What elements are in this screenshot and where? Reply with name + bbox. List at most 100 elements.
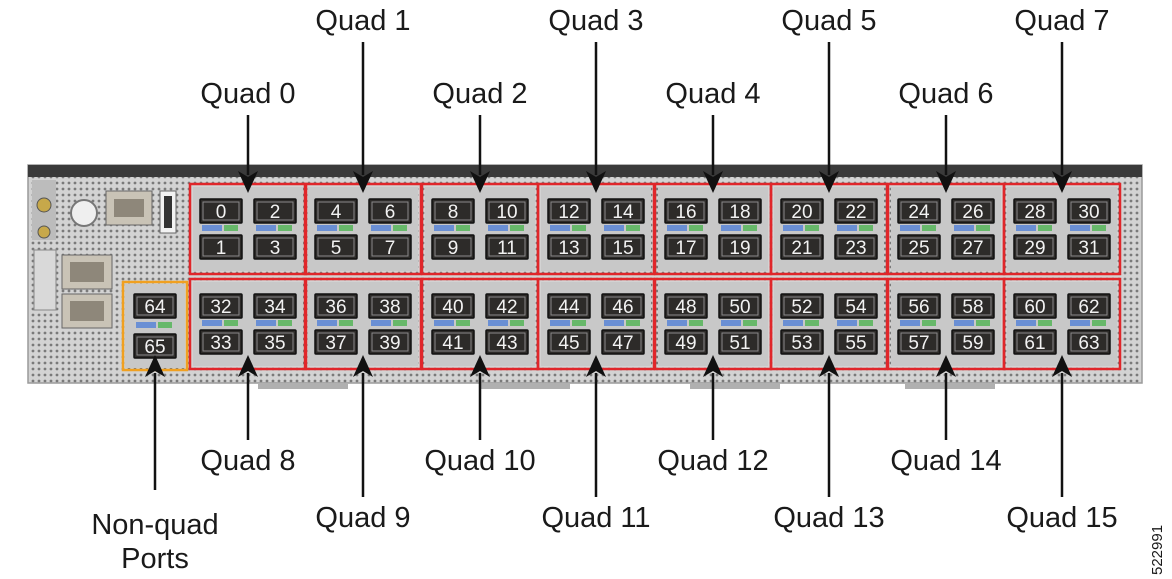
led-strip <box>434 225 454 231</box>
port-number: 6 <box>385 202 396 223</box>
port-41: 41 <box>431 329 475 355</box>
led-strip <box>837 225 857 231</box>
port-2: 2 <box>253 198 297 224</box>
port-number: 31 <box>1078 238 1099 259</box>
led-strip <box>954 225 974 231</box>
led-strip <box>1092 320 1106 326</box>
led-strip <box>488 320 508 326</box>
led-strip <box>900 320 920 326</box>
port-number: 38 <box>379 297 400 318</box>
port-42: 42 <box>485 293 529 319</box>
port-number: 29 <box>1024 238 1045 259</box>
quad-label-8: Quad 8 <box>200 445 295 477</box>
port-57: 57 <box>897 329 941 355</box>
port-52: 52 <box>780 293 824 319</box>
port-17: 17 <box>664 234 708 260</box>
port-number: 8 <box>448 202 459 223</box>
led-strip <box>1016 225 1036 231</box>
port-14: 14 <box>601 198 645 224</box>
port-number: 13 <box>558 238 579 259</box>
port-number: 15 <box>612 238 633 259</box>
port-number: 22 <box>845 202 866 223</box>
led-strip <box>976 225 990 231</box>
port-number: 30 <box>1078 202 1099 223</box>
led-strip <box>339 320 353 326</box>
port-number: 46 <box>612 297 633 318</box>
port-18: 18 <box>718 198 762 224</box>
quad-label-1: Quad 1 <box>315 5 410 37</box>
led-strip <box>922 320 936 326</box>
port-65: 65 <box>133 333 177 359</box>
port-13: 13 <box>547 234 591 260</box>
quad-label-11: Quad 11 <box>541 502 650 534</box>
led-strip <box>1016 320 1036 326</box>
port-number: 57 <box>908 333 929 354</box>
led-strip <box>550 320 570 326</box>
quad-label-10: Quad 10 <box>424 445 535 477</box>
port-36: 36 <box>314 293 358 319</box>
led-strip <box>434 320 454 326</box>
led-strip <box>1038 225 1052 231</box>
port-number: 9 <box>448 238 459 259</box>
port-number: 36 <box>325 297 346 318</box>
led-strip <box>604 225 624 231</box>
port-number: 52 <box>791 297 812 318</box>
port-number: 19 <box>729 238 750 259</box>
port-number: 44 <box>558 297 580 318</box>
screw-icon <box>37 225 51 239</box>
quad-label-12: Quad 12 <box>657 445 768 477</box>
port-60: 60 <box>1013 293 1057 319</box>
port-number: 34 <box>264 297 286 318</box>
port-34: 34 <box>253 293 297 319</box>
led-strip <box>317 320 337 326</box>
port-number: 47 <box>612 333 633 354</box>
port-64: 64 <box>133 293 177 319</box>
port-number: 1 <box>216 238 227 259</box>
port-59: 59 <box>951 329 995 355</box>
port-27: 27 <box>951 234 995 260</box>
quad-label-4: Quad 4 <box>665 78 760 110</box>
port-11: 11 <box>485 234 529 260</box>
led-strip <box>278 320 292 326</box>
port-number: 4 <box>331 202 342 223</box>
quad-arrow-12 <box>703 355 723 440</box>
port-number: 53 <box>791 333 812 354</box>
port-12: 12 <box>547 198 591 224</box>
non-quad-label-line2: Ports <box>121 543 189 575</box>
chassis-top-strip <box>28 165 1142 177</box>
port-number: 55 <box>845 333 866 354</box>
quad-arrow-7 <box>1052 42 1072 193</box>
led-strip <box>667 320 687 326</box>
quad-arrow-13 <box>819 355 839 497</box>
port-10: 10 <box>485 198 529 224</box>
led-strip <box>721 320 741 326</box>
led-strip <box>1070 225 1090 231</box>
led-strip <box>510 225 524 231</box>
knob-icon <box>70 199 98 227</box>
port-46: 46 <box>601 293 645 319</box>
led-strip <box>859 320 873 326</box>
port-56: 56 <box>897 293 941 319</box>
port-6: 6 <box>368 198 412 224</box>
led-strip <box>572 225 586 231</box>
port-number: 33 <box>210 333 231 354</box>
port-number: 54 <box>845 297 867 318</box>
quad-arrow-2 <box>470 115 490 193</box>
port-number: 12 <box>558 202 579 223</box>
quad-arrow-15 <box>1052 355 1072 497</box>
led-strip <box>783 225 803 231</box>
port-number: 49 <box>675 333 696 354</box>
port-number: 32 <box>210 297 231 318</box>
led-strip <box>456 320 470 326</box>
port-31: 31 <box>1067 234 1111 260</box>
quad-arrow-6 <box>936 115 956 193</box>
led-strip <box>371 320 391 326</box>
port-number: 20 <box>791 202 812 223</box>
port-15: 15 <box>601 234 645 260</box>
screw-icon <box>36 197 52 213</box>
port-35: 35 <box>253 329 297 355</box>
led-strip <box>202 320 222 326</box>
quad-label-0: Quad 0 <box>200 78 295 110</box>
quad-arrow-0 <box>238 115 258 193</box>
port-26: 26 <box>951 198 995 224</box>
